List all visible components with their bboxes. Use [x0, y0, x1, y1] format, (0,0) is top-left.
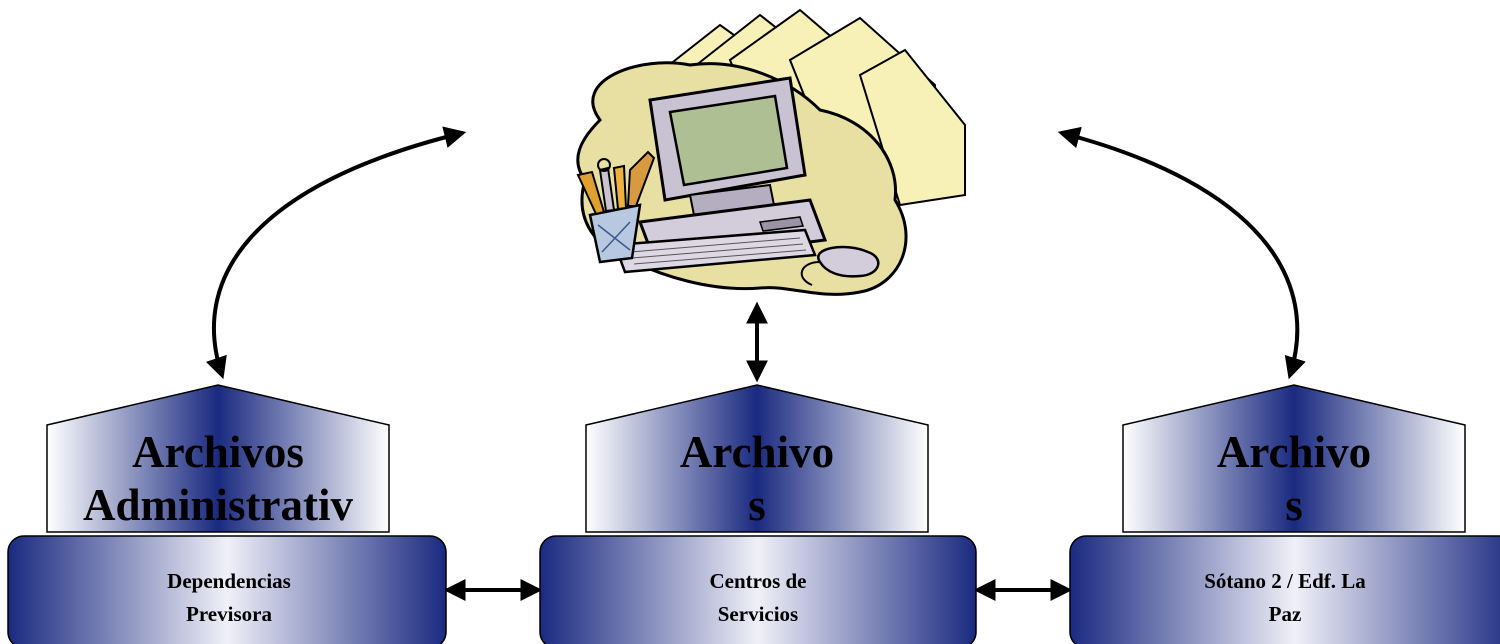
computer-clipart-icon	[576, 8, 966, 296]
base-label-line-1: Centros de	[709, 569, 806, 593]
base-label-line-1: Sótano 2 / Edf. La	[1204, 569, 1366, 593]
roof-label-line-2: s	[748, 480, 766, 530]
arrow-left-to-computer	[205, 126, 467, 380]
base-label-line-2: Previsora	[186, 602, 272, 626]
roof-label-line-1: Archivo	[1217, 427, 1371, 477]
roof-label-line-2: s	[1285, 480, 1303, 530]
roof-shape	[585, 384, 929, 533]
connection-arrows	[205, 126, 1306, 601]
base-shape	[1069, 535, 1500, 644]
base-label-line-2: Servicios	[718, 602, 798, 626]
base-shape	[7, 535, 447, 644]
base-label-line-1: Dependencias	[167, 569, 291, 593]
base-label-line-2: Paz	[1269, 602, 1302, 626]
roof-shape	[46, 384, 390, 533]
roof-label-line-1: Archivo	[680, 427, 834, 477]
arrow-right-to-computer	[1057, 126, 1306, 380]
archive-unit-2: Archivo s Centros de Servicios	[539, 384, 977, 644]
roof-label-line-1: Archivos	[132, 427, 304, 477]
base-shape	[539, 535, 977, 644]
archive-unit-1: Archivos Administrativ Dependencias Prev…	[7, 384, 447, 644]
roof-label-line-2: Administrativ	[83, 480, 354, 530]
archive-unit-3: Archivo s Sótano 2 / Edf. La Paz	[1069, 384, 1500, 644]
roof-shape	[1122, 384, 1466, 533]
